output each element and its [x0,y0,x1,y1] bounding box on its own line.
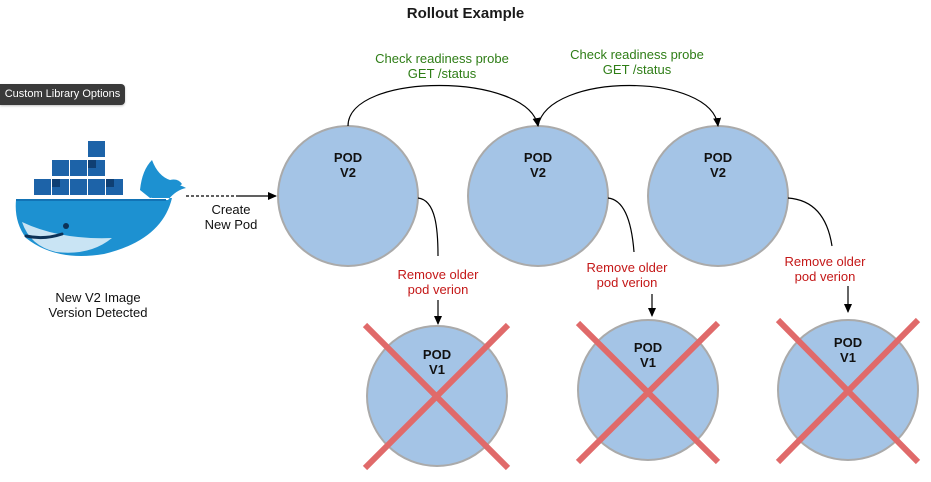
readiness-probe-label: Check readiness probe GET /status [557,47,717,78]
readiness-arrow [347,85,541,127]
remove-pod-label: Remove older pod verion [773,254,877,285]
pod-label-line: V2 [710,164,726,180]
pod-label-line: V1 [840,349,856,365]
readiness-probe-line: Check readiness probe [570,47,704,62]
pod-v1-label: POD V1 [822,335,874,366]
container-block [88,141,105,157]
pod-v2-label: POD V2 [512,150,564,181]
cross-mark-icon [775,317,921,465]
remove-arrow-line [787,197,833,247]
readiness-arrow [537,85,722,127]
create-label: Create New Pod [196,202,266,233]
pod-label-line: POD [333,150,363,165]
remove-arrow-line [417,197,439,257]
readiness-probe-line: Check readiness probe [375,51,509,66]
remove-pod-line: Remove older [784,254,866,269]
container-block [70,160,87,176]
create-label-line: Create [211,202,251,217]
cross-mark-icon [362,322,511,471]
page-title: Rollout Example [406,5,525,22]
custom-library-options-button[interactable]: Custom Library Options [0,84,125,105]
container-block [70,179,87,195]
readiness-probe-line: GET /status [407,65,477,81]
pod-label-line: V2 [340,164,356,180]
container-block [52,160,69,176]
docker-caption-line: New V2 Image [55,290,141,305]
pod-v1-label: POD V1 [622,340,674,371]
pod-label-line: V2 [530,164,546,180]
pod-v2-circle [467,125,609,267]
readiness-probe-line: GET /status [602,61,672,77]
create-label-line: New Pod [204,216,258,232]
readiness-probe-label: Check readiness probe GET /status [362,51,522,82]
pod-label-line: V1 [429,361,445,377]
pod-v2-label: POD V2 [692,150,744,181]
remove-pod-label: Remove older pod verion [575,260,679,291]
remove-pod-label: Remove older pod verion [386,267,490,298]
cross-mark-icon [575,320,721,465]
remove-pod-line: Remove older [397,267,479,282]
pod-v2-label: POD V2 [322,150,374,181]
remove-arrow-line [607,197,635,253]
pod-label-line: POD [523,150,553,165]
container-block [34,179,51,195]
remove-pod-line: Remove older [586,260,668,275]
docker-whale-icon [15,141,187,256]
docker-caption-line: Version Detected [48,304,148,320]
docker-caption: New V2 Image Version Detected [24,290,172,321]
pod-label-line: POD [422,347,452,362]
pod-v2-circle [277,125,419,267]
pod-label-line: POD [633,340,663,355]
pod-v1-label: POD V1 [411,347,463,378]
container-block [88,179,105,195]
remove-pod-line: pod verion [794,268,856,284]
pod-label-line: POD [833,335,863,350]
pod-label-line: POD [703,150,733,165]
remove-pod-line: pod verion [596,274,658,290]
remove-pod-line: pod verion [407,281,469,297]
pod-v2-circle [647,125,789,267]
pod-label-line: V1 [640,354,656,370]
